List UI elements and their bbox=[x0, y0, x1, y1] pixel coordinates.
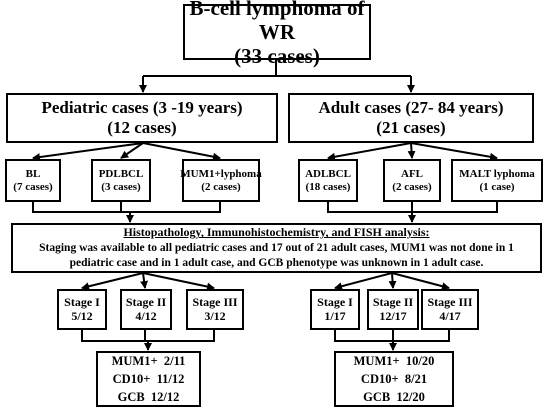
type-name: AFL bbox=[401, 167, 423, 180]
result-gcb: GCB 12/20 bbox=[363, 390, 425, 405]
adult-stage-2: Stage II 12/17 bbox=[367, 289, 419, 330]
type-count: (2 cases) bbox=[392, 180, 432, 193]
adult-box: Adult cases (27- 84 years) (21 cases) bbox=[288, 93, 534, 143]
arrow-to-pdlbcl bbox=[120, 142, 144, 159]
arrow-to-ped-stage-3 bbox=[142, 272, 215, 291]
result-cd10: CD10+ 11/12 bbox=[112, 371, 185, 386]
stage-name: Stage I bbox=[64, 294, 100, 309]
type-name: BL bbox=[25, 167, 41, 180]
analysis-box: Histopathology, Immunohistochemistry, an… bbox=[11, 223, 542, 273]
result-mum1: MUM1+ 10/20 bbox=[353, 353, 435, 368]
pediatric-stage-2: Stage II 4/12 bbox=[120, 289, 172, 330]
connector-pediatric-types bbox=[32, 202, 221, 213]
adult-stage-1: Stage I 1/17 bbox=[310, 289, 360, 330]
root-box: B-cell lymphoma of WR (33 cases) bbox=[183, 0, 371, 68]
analysis-line-2: pediatric case and in 1 adult case, and … bbox=[69, 257, 484, 270]
pediatric-type-pdlbcl: PDLBCL (3 cases) bbox=[91, 159, 151, 202]
adult-type-afl: AFL (2 cases) bbox=[383, 159, 441, 202]
stage-name: Stage II bbox=[125, 294, 167, 309]
type-name: ADLBCL bbox=[305, 167, 351, 180]
type-count: (3 cases) bbox=[101, 180, 141, 193]
root-count: (33 cases) bbox=[234, 44, 320, 69]
pediatric-type-bl: BL (7 cases) bbox=[5, 159, 61, 202]
type-count: (18 cases) bbox=[305, 180, 351, 193]
pediatric-title: Pediatric cases (3 -19 years) bbox=[41, 98, 243, 118]
stage-name: Stage I bbox=[317, 294, 353, 309]
root-title: B-cell lymphoma of WR bbox=[189, 0, 365, 44]
result-mum1: MUM1+ 2/11 bbox=[111, 353, 186, 368]
pediatric-type-mum1-lymphoma: MUM1+lyphoma (2 cases) bbox=[180, 159, 262, 202]
type-name: MUM1+lyphoma bbox=[180, 167, 262, 180]
stage-name: Stage III bbox=[427, 294, 473, 309]
stage-value: 5/12 bbox=[71, 308, 93, 323]
arrow-to-afl bbox=[407, 142, 416, 159]
type-name: MALT lyphoma bbox=[459, 167, 535, 180]
connector-pediatric-stages bbox=[81, 330, 215, 342]
stage-value: 3/12 bbox=[204, 308, 226, 323]
arrow-to-ped-stage-2 bbox=[140, 272, 149, 289]
pediatric-results-box: MUM1+ 2/11 CD10+ 11/12 GCB 12/12 bbox=[96, 351, 201, 407]
arrow-to-malt-lymphoma bbox=[410, 142, 498, 161]
pediatric-stage-3: Stage III 3/12 bbox=[186, 289, 244, 330]
stage-name: Stage II bbox=[372, 294, 414, 309]
pediatric-stage-1: Stage I 5/12 bbox=[57, 289, 107, 330]
adult-title: Adult cases (27- 84 years) bbox=[318, 98, 504, 118]
stage-value: 4/12 bbox=[135, 308, 157, 323]
result-gcb: GCB 12/12 bbox=[117, 390, 180, 405]
arrow-to-adult-stage-1 bbox=[334, 272, 393, 291]
adult-count: (21 cases) bbox=[376, 118, 446, 137]
analysis-heading: Histopathology, Immunohistochemistry, an… bbox=[123, 225, 430, 240]
stage-value: 12/17 bbox=[379, 308, 407, 323]
stage-value: 1/17 bbox=[324, 308, 346, 323]
type-name: PDLBCL bbox=[98, 167, 144, 180]
arrow-to-ped-stage-1 bbox=[81, 272, 144, 291]
stage-value: 4/17 bbox=[439, 308, 461, 323]
adult-type-malt-lymphoma: MALT lyphoma (1 case) bbox=[451, 159, 543, 202]
result-cd10: CD10+ 8/21 bbox=[360, 371, 428, 386]
type-count: (1 case) bbox=[479, 180, 515, 193]
analysis-line-1: Staging was available to all pediatric c… bbox=[39, 241, 514, 254]
arrow-to-adult-stage-2 bbox=[388, 272, 397, 289]
pediatric-box: Pediatric cases (3 -19 years) (12 cases) bbox=[6, 93, 278, 143]
arrow-to-bl bbox=[32, 142, 144, 162]
arrow-to-adlbcl bbox=[327, 142, 412, 161]
adult-results-box: MUM1+ 10/20 CD10+ 8/21 GCB 12/20 bbox=[334, 351, 454, 407]
arrow-to-adult-stage-3 bbox=[391, 272, 450, 291]
type-count: (2 cases) bbox=[201, 180, 241, 193]
type-count: (7 cases) bbox=[13, 180, 53, 193]
pediatric-count: (12 cases) bbox=[107, 118, 177, 137]
adult-type-adlbcl: ADLBCL (18 cases) bbox=[298, 159, 358, 202]
stage-name: Stage III bbox=[192, 294, 238, 309]
arrow-to-mum1-lymphoma bbox=[142, 142, 221, 161]
adult-stage-3: Stage III 4/17 bbox=[421, 289, 479, 330]
